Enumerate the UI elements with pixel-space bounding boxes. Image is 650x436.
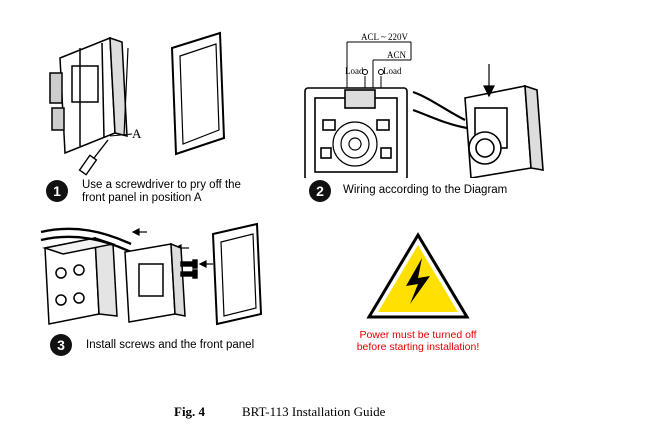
figure-label: Fig. 4: [174, 404, 206, 419]
load-left-label: Load: [345, 66, 364, 76]
figure-title: BRT-113 Installation Guide: [242, 404, 386, 419]
warning-line1: Power must be turned off: [359, 329, 477, 341]
step1-line1: Use a screwdriver to pry off the: [82, 179, 241, 191]
warning-line2: before starting installation!: [356, 341, 480, 353]
step3-illustration: [40, 222, 263, 326]
step1-number-badge: 1: [46, 180, 68, 202]
step2-illustration: ACL ~ 220V ACN Load Load: [304, 32, 544, 178]
acn-label: ACN: [387, 50, 407, 60]
step3-number-badge: 3: [50, 334, 72, 356]
position-marker-a: A: [132, 126, 142, 141]
high-voltage-warning-icon: [366, 232, 470, 319]
step1-line2: front panel in position A: [82, 192, 202, 204]
step2-instruction: Wiring according to the Diagram: [343, 184, 508, 196]
warning-message: Power must be turned off before starting…: [340, 329, 496, 353]
step3-instruction: Install screws and the front panel: [86, 339, 255, 351]
load-right-label: Load: [383, 66, 402, 76]
acl-label: ACL ~ 220V: [361, 32, 409, 42]
step2-number-badge: 2: [309, 180, 331, 202]
step1-illustration: A: [49, 31, 226, 176]
step1-instruction: Use a screwdriver to pry off the front p…: [82, 179, 241, 205]
